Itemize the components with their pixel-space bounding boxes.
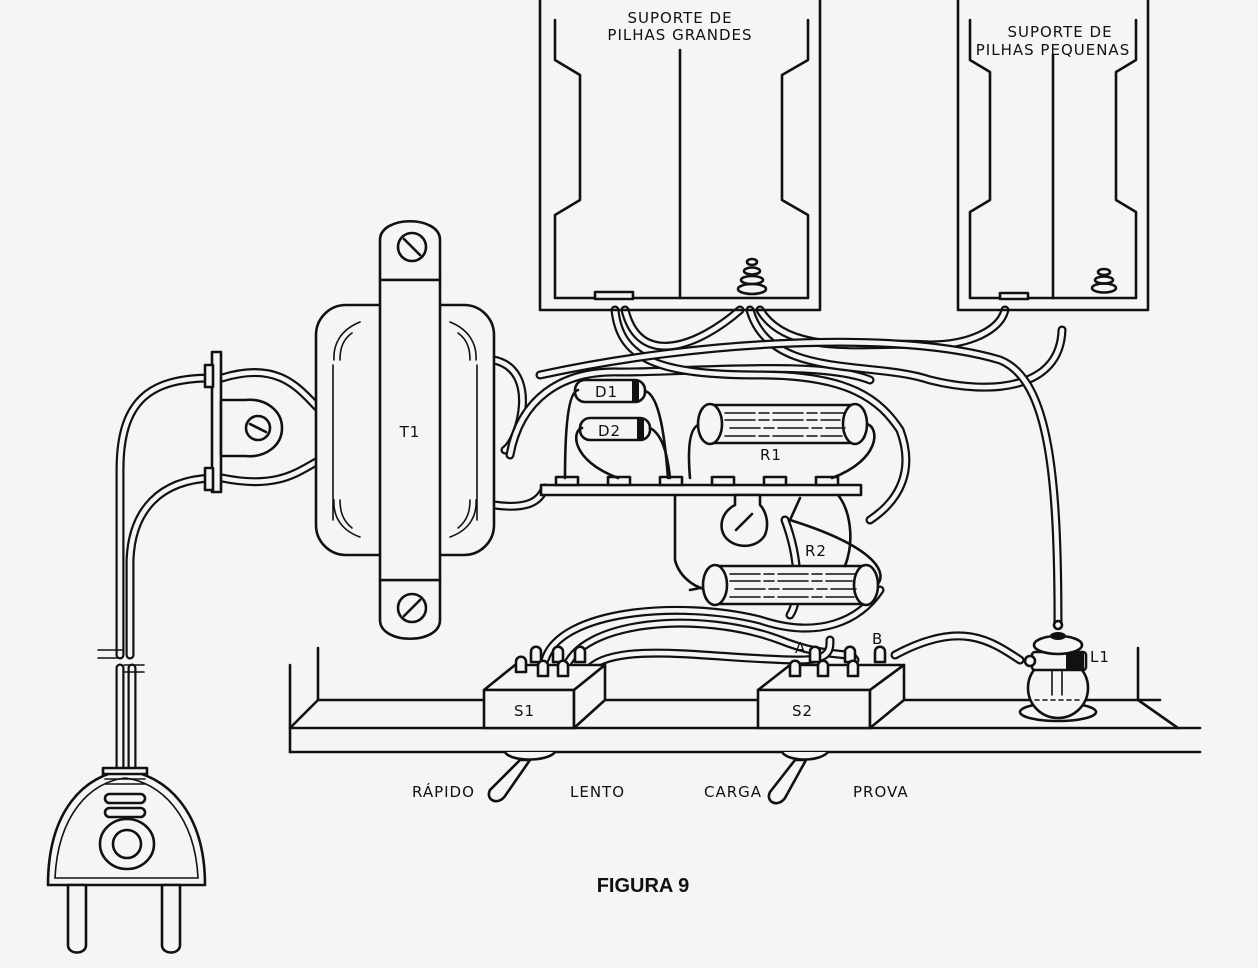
resistor-r2-label: R2 [805, 542, 827, 560]
spring-contact-small [1090, 267, 1118, 294]
lamp-label: L1 [1090, 648, 1110, 666]
large-battery-holder: SUPORTE DE PILHAS GRANDES [538, 0, 822, 312]
resistor-r2: R2 [688, 493, 882, 607]
plug-prong-left [66, 883, 88, 954]
s2-terminals [788, 645, 887, 678]
small-battery-holder: SUPORTE DE PILHAS PEQUENAS [956, 0, 1150, 312]
diode-d2: D2 [574, 416, 672, 480]
diode-d1: D1 [563, 378, 670, 480]
small-holder-label-line2: PILHAS PEQUENAS [976, 41, 1130, 59]
plug-prong-right [160, 883, 182, 954]
switch-s2-label: S2 [792, 702, 813, 720]
diode-d2-label: D2 [598, 422, 621, 440]
large-holder-label-line2: PILHAS GRANDES [607, 26, 752, 44]
cord-clamp [203, 350, 284, 494]
s2-toggle-base [780, 751, 830, 761]
s1-toggle-base [503, 751, 557, 761]
resistor-r1-label: R1 [760, 446, 782, 464]
transformer-label: T1 [399, 423, 421, 441]
spring-contact-large [736, 257, 768, 296]
s1-position-slow: LENTO [570, 783, 625, 801]
resistor-r1: R1 [687, 402, 876, 480]
small-holder-label-line1: SUPORTE DE [1007, 23, 1112, 41]
s1-terminals [514, 645, 587, 678]
board-screw-icon [734, 512, 754, 532]
switch-s1[interactable]: S1 RÁPIDO LENTO [412, 645, 625, 803]
s1-position-fast: RÁPIDO [412, 782, 475, 801]
terminal-board [539, 475, 863, 592]
switch-s2[interactable]: A B S2 CARGA PROVA [704, 630, 909, 805]
terminal-b-label: B [872, 630, 883, 648]
lamp-l1: L1 [1018, 619, 1110, 723]
switch-s1-label: S1 [514, 702, 535, 720]
s2-position-test: PROVA [853, 783, 909, 801]
s2-toggle-lever[interactable] [767, 758, 808, 805]
large-holder-label-line1: SUPORTE DE [627, 9, 732, 27]
power-plug [46, 766, 207, 954]
s2-position-charge: CARGA [704, 783, 762, 801]
diode-d1-label: D1 [595, 383, 618, 401]
transformer-t1: T1 [314, 220, 496, 640]
s1-toggle-lever[interactable] [487, 758, 532, 803]
power-cord [97, 373, 217, 817]
figure-caption: FIGURA 9 [597, 875, 690, 897]
terminal-a-label: A [795, 639, 806, 657]
